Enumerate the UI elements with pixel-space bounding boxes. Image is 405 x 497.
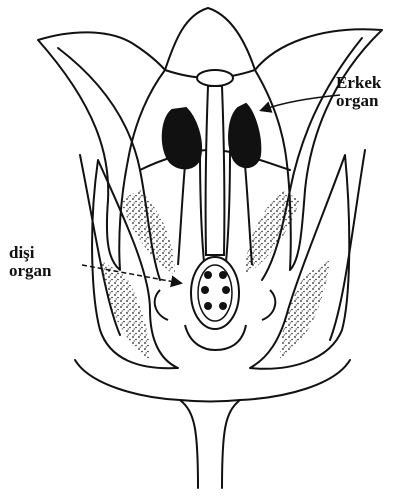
female-organ-label-line2: organ bbox=[9, 262, 52, 280]
male-organ-label-line1: Erkek bbox=[336, 74, 381, 92]
female-organ-label: dişi organ bbox=[9, 244, 52, 280]
male-organ-label: Erkek organ bbox=[336, 74, 381, 110]
receptacle bbox=[75, 360, 350, 402]
stem-left bbox=[180, 400, 198, 488]
top-petal bbox=[165, 8, 255, 78]
male-organ-label-line2: organ bbox=[336, 92, 381, 110]
stem-right bbox=[222, 400, 240, 488]
female-organ-label-line1: dişi bbox=[9, 244, 52, 262]
